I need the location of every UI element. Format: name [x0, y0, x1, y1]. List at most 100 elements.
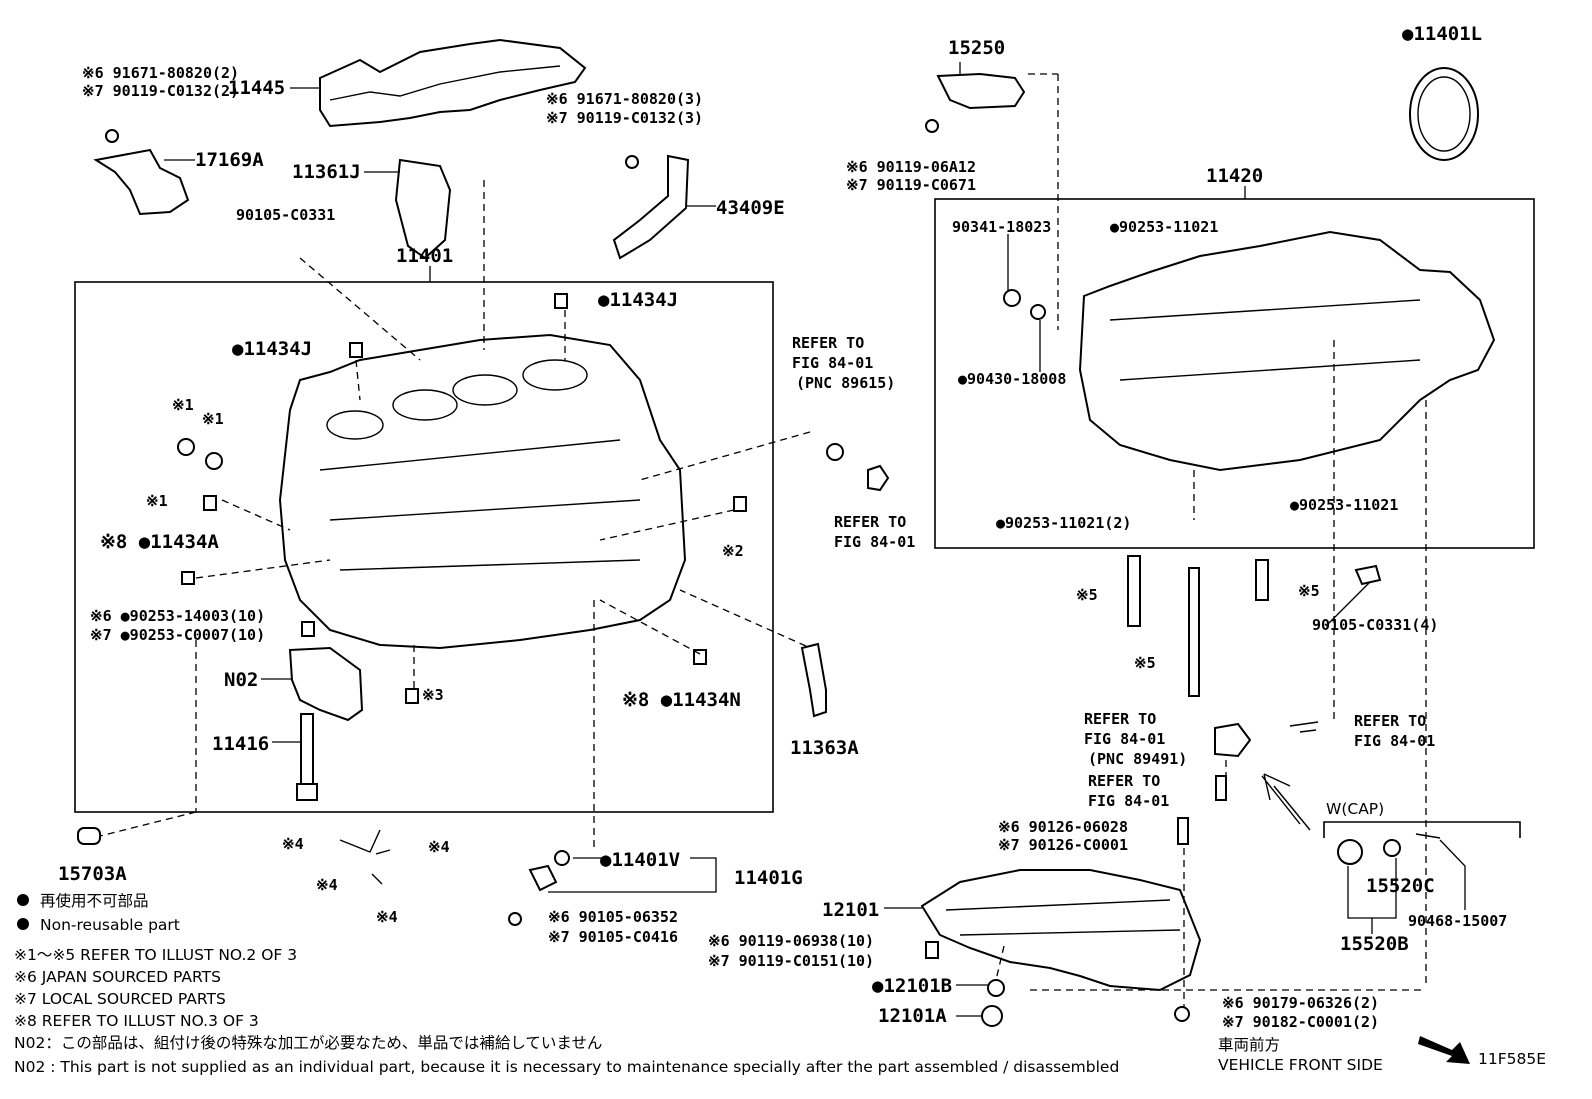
oil-pan-11420-drawing	[1078, 230, 1496, 472]
legend-non-reusable-jp: 再使用不可部品	[40, 892, 149, 910]
label-star1c: ※1	[146, 492, 168, 510]
label-90253-c0007: ※7 ●90253-C0007(10)	[90, 626, 265, 644]
label-12101A: 12101A	[878, 1005, 947, 1027]
label-11434N: ※8 ●11434N	[622, 689, 741, 711]
legend: 再使用不可部品 Non-reusable part ※1～※5 REFER TO…	[14, 892, 1119, 1076]
label-90105-c0331-4: 90105-C0331(4)	[1312, 616, 1438, 634]
label-w-cap: W(CAP)	[1326, 800, 1384, 818]
label-n02: N02	[224, 669, 258, 691]
refer2-line1: REFER TO	[834, 513, 906, 531]
label-11416: 11416	[212, 733, 269, 755]
refer-to-labels: REFER TO FIG 84-01 (PNC 89615) REFER TO …	[792, 334, 1435, 810]
note-7: ※7 LOCAL SOURCED PARTS	[14, 990, 226, 1008]
tube-11363A-drawing	[800, 642, 827, 718]
label-90468-15007: 90468-15007	[1408, 912, 1507, 930]
label-90182-c0001: ※7 90182-C0001(2)	[1222, 1013, 1379, 1031]
bracket-17169A-drawing	[93, 129, 190, 216]
refer4-line1: REFER TO	[1088, 772, 1160, 790]
label-11434J-b: ●11434J	[232, 338, 312, 360]
label-11420: 11420	[1206, 165, 1263, 187]
label-90126-06028: ※6 90126-06028	[998, 818, 1128, 836]
label-11445: 11445	[228, 77, 285, 99]
cylinder-block-frame	[74, 281, 774, 813]
label-11363A: 11363A	[790, 737, 859, 759]
legend-non-reusable: Non-reusable part	[40, 916, 180, 934]
label-11401G: 11401G	[734, 867, 803, 889]
label-star4c: ※4	[316, 876, 338, 894]
vehicle-front-en: VEHICLE FRONT SIDE	[1218, 1056, 1383, 1074]
small-parts-drawing	[177, 289, 1441, 1027]
cap-bracket	[1323, 821, 1521, 838]
refer1-line1: REFER TO	[792, 334, 864, 352]
label-11401: 11401	[396, 245, 453, 267]
bolt-11416-drawing	[296, 713, 318, 801]
gasket-11361J-drawing	[394, 158, 452, 260]
refer1-line2: FIG 84-01	[792, 354, 873, 372]
cover-11445-drawing	[319, 38, 587, 128]
label-91671-80820-2: ※6 91671-80820(2)	[82, 64, 239, 82]
label-15520B: 15520B	[1340, 933, 1409, 955]
refer5-line1: REFER TO	[1354, 712, 1426, 730]
label-90341-18023: 90341-18023	[952, 218, 1051, 236]
label-star1a: ※1	[172, 396, 194, 414]
label-90119-c0132-3: ※7 90119-C0132(3)	[546, 109, 703, 127]
label-star4d: ※4	[376, 908, 398, 926]
label-90119-06a12: ※6 90119-06A12	[846, 158, 976, 176]
label-90253-14003: ※6 ●90253-14003(10)	[90, 607, 265, 625]
label-star5b: ※5	[1298, 582, 1320, 600]
label-11401V: ●11401V	[600, 849, 680, 871]
label-90179-06326: ※6 90179-06326(2)	[1222, 994, 1379, 1012]
label-star3: ※3	[422, 686, 444, 704]
label-star5c: ※5	[1134, 654, 1156, 672]
label-91671-80820-3: ※6 91671-80820(3)	[546, 90, 703, 108]
label-90253-11021-2: ●90253-11021(2)	[996, 514, 1131, 532]
refer3-line3: (PNC 89491)	[1088, 750, 1187, 768]
label-90253-11021-right: ●90253-11021	[1290, 496, 1398, 514]
vehicle-front-arrow-icon	[1418, 1036, 1470, 1064]
bracket-43409E-drawing	[612, 154, 690, 260]
label-star5a: ※5	[1076, 586, 1098, 604]
label-15520C: 15520C	[1366, 875, 1435, 897]
oil-seal-11401L-drawing	[1409, 67, 1479, 161]
label-11401L: ●11401L	[1402, 23, 1482, 45]
bearing-cap-n02-drawing	[288, 646, 364, 722]
label-15250: 15250	[948, 37, 1005, 59]
label-11434J-a: ●11434J	[598, 289, 678, 311]
label-90430-18008: ●90430-18008	[958, 370, 1066, 388]
label-90105-c0331: 90105-C0331	[236, 206, 335, 224]
oil-pan-frame	[934, 198, 1535, 549]
label-90126-c0001: ※7 90126-C0001	[998, 836, 1128, 854]
legend-bullet-en	[17, 918, 29, 930]
label-90119-c0151: ※7 90119-C0151(10)	[708, 952, 874, 970]
part-labels: ※6 91671-80820(2) ※7 90119-C0132(2) 1144…	[58, 23, 1507, 1031]
label-43409E: 43409E	[716, 197, 785, 219]
sensor-15250-drawing	[925, 72, 1026, 133]
note-n02-en: N02 : This part is not supplied as an in…	[14, 1058, 1119, 1076]
label-90119-c0132-2: ※7 90119-C0132(2)	[82, 82, 239, 100]
refer5-line2: FIG 84-01	[1354, 732, 1435, 750]
refer4-line2: FIG 84-01	[1088, 792, 1169, 810]
refer1-line3: (PNC 89615)	[796, 374, 895, 392]
dashed-lines	[99, 73, 1427, 1008]
vehicle-front-jp: 車両前方	[1218, 1036, 1280, 1054]
label-12101: 12101	[822, 899, 879, 921]
refer3-line2: FIG 84-01	[1084, 730, 1165, 748]
label-90105-06352: ※6 90105-06352	[548, 908, 678, 926]
legend-bullet-jp	[17, 894, 29, 906]
label-90119-06938: ※6 90119-06938(10)	[708, 932, 874, 950]
note-n02-jp: N02：この部品は、組付け後の特殊な加工が必要なため、単品では補給していません	[14, 1034, 602, 1052]
note-8: ※8 REFER TO ILLUST NO.3 OF 3	[14, 1012, 259, 1030]
oil-pan-12101-drawing	[920, 869, 1202, 992]
label-star4a: ※4	[282, 835, 304, 853]
label-15703A: 15703A	[58, 863, 127, 885]
label-11434A: ※8 ●11434A	[100, 531, 219, 553]
label-star1b: ※1	[202, 410, 224, 428]
plug-15703A-drawing	[77, 827, 101, 845]
note-1-5: ※1～※5 REFER TO ILLUST NO.2 OF 3	[14, 946, 297, 964]
refer2-line2: FIG 84-01	[834, 533, 915, 551]
refer3-line1: REFER TO	[1084, 710, 1156, 728]
label-12101B: ●12101B	[872, 975, 952, 997]
leader-lines	[164, 62, 1466, 1017]
note-6: ※6 JAPAN SOURCED PARTS	[14, 968, 221, 986]
